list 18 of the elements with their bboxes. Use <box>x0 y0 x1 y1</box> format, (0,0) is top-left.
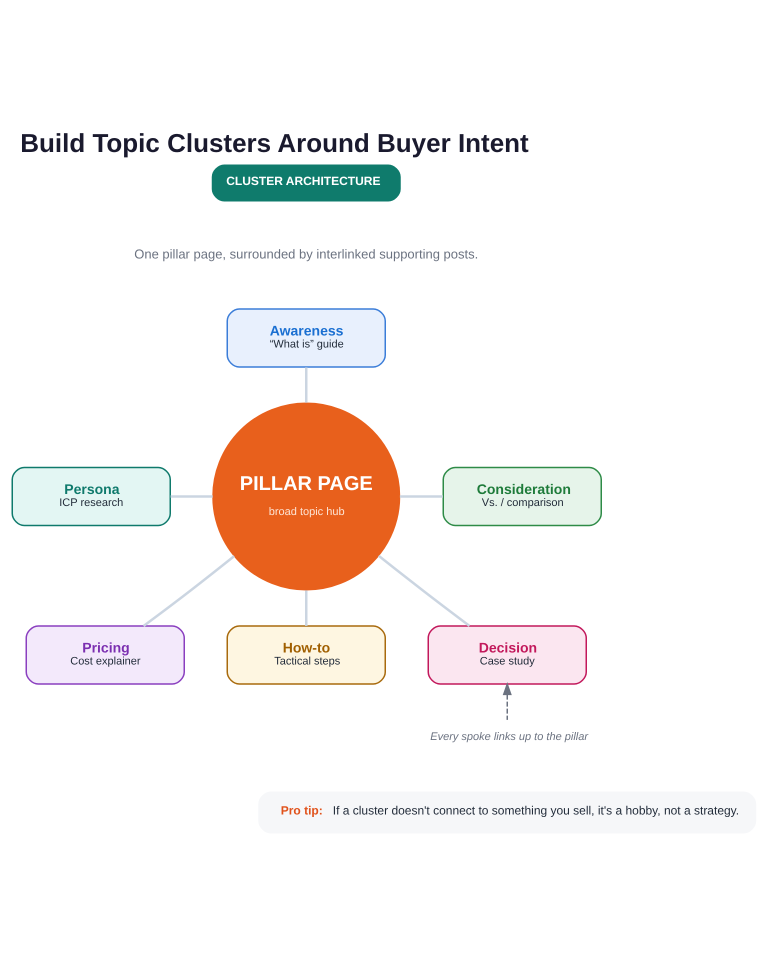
node-box: Persona ICP research <box>12 466 171 526</box>
arrow <box>502 682 512 720</box>
label: CLUSTER ARCHITECTURE <box>226 174 380 188</box>
connector <box>142 554 235 626</box>
node-box: Decision Case study <box>428 624 587 684</box>
diagram-title: Build Topic Clusters Around Buyer Intent <box>20 127 529 158</box>
connector <box>400 494 443 498</box>
node-circle: PILLAR PAGE broad topic hub <box>212 402 400 590</box>
label: One pillar page, surrounded by interlinked supporting posts. <box>134 246 478 261</box>
node-box: How-to Tactical steps <box>226 624 386 684</box>
connector <box>170 494 213 498</box>
node-text: Every spoke links up to the pillar <box>430 730 588 742</box>
node-box: Consideration Vs. / comparison <box>442 466 602 526</box>
connector <box>378 554 470 626</box>
node-box: Pricing Cost explainer <box>26 624 185 684</box>
connector <box>305 590 308 626</box>
connector <box>305 366 308 402</box>
node-box: Awareness “What is” guide <box>226 308 386 368</box>
